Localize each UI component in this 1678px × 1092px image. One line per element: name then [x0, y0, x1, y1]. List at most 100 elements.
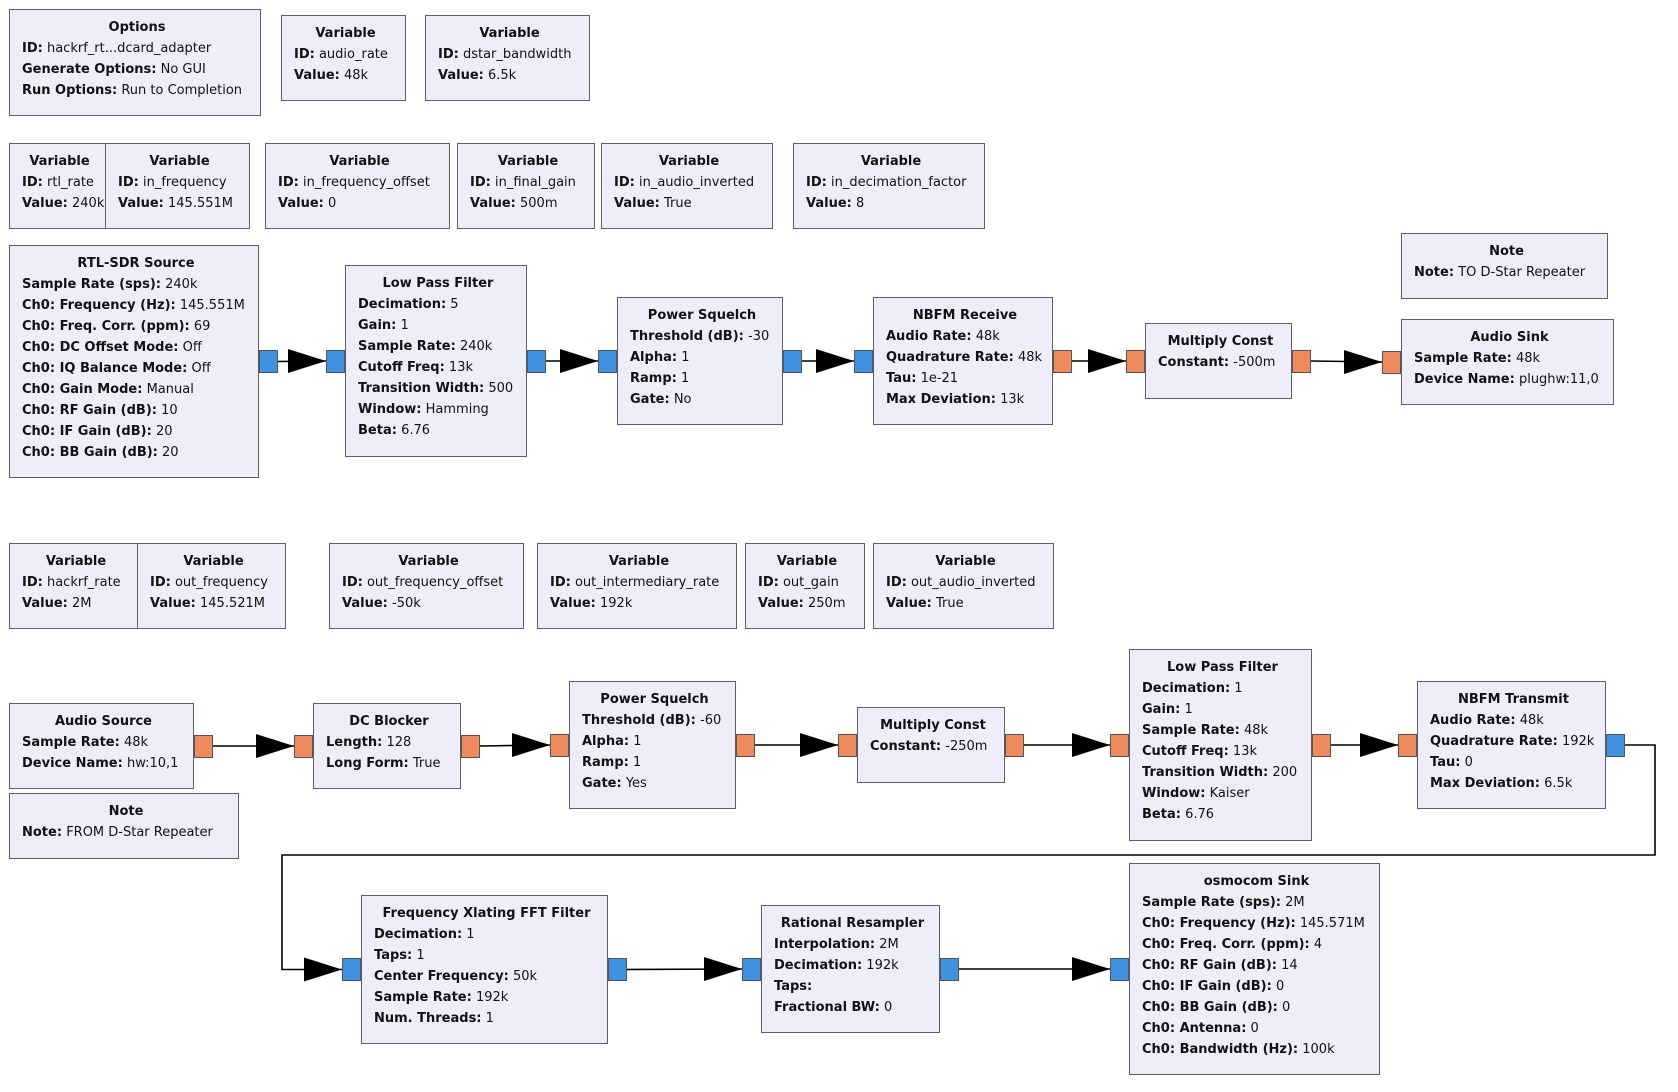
param-row: Window: Hamming [358, 399, 518, 420]
arrowhead [816, 349, 854, 373]
param-label: Decimation: [1142, 681, 1231, 696]
low-pass-filter-tx-input-port[interactable] [1110, 733, 1129, 757]
param-row: Audio Rate: 48k [886, 326, 1044, 347]
freq-xlating-fft-filter-output-port[interactable] [608, 958, 627, 981]
power-squelch-tx-output-port[interactable] [736, 733, 755, 757]
param-value: 2M [1285, 895, 1305, 910]
low-pass-filter-rx-output-port[interactable] [527, 349, 546, 373]
param-value: 145.571M [1299, 916, 1365, 931]
param-label: Num. Threads: [374, 1011, 482, 1026]
param-value: 69 [193, 319, 211, 334]
param-row: Length: 128 [326, 732, 452, 753]
nbfm-receive-input-port[interactable] [854, 349, 873, 373]
param-value: in_frequency [142, 175, 227, 190]
param-value: Kaiser [1209, 786, 1250, 801]
connection-wire[interactable] [281, 744, 1656, 971]
audio-sink-input-port[interactable] [1382, 350, 1401, 374]
multiply-const-tx-output-port[interactable] [1005, 733, 1024, 757]
param-label: Value: [22, 196, 68, 211]
param-row: Gain: 1 [358, 315, 518, 336]
param-value: No [673, 392, 692, 407]
nbfm-transmit-input-port[interactable] [1398, 733, 1417, 757]
param-value: 48k [1519, 713, 1544, 728]
block-title: Variable [398, 554, 459, 569]
param-row: Max Deviation: 6.5k [1430, 773, 1597, 794]
dc-blocker-output-port[interactable] [461, 734, 480, 758]
param-label: Max Deviation: [886, 392, 996, 407]
param-row: ID: out_intermediary_rate [550, 572, 728, 593]
dc-blocker-input-port[interactable] [294, 734, 313, 758]
param-row: Audio Rate: 48k [1430, 710, 1597, 731]
param-row: Taps: 1 [374, 945, 599, 966]
param-label: Value: [470, 196, 516, 211]
param-label: Ch0: Freq. Corr. (ppm): [22, 319, 190, 334]
low-pass-filter-tx-output-port[interactable] [1312, 733, 1331, 757]
param-value: 50k [513, 969, 538, 984]
arrowhead [512, 733, 550, 757]
param-value: 13k [1000, 392, 1025, 407]
param-label: Length: [326, 735, 383, 750]
multiply-const-tx-input-port[interactable] [838, 733, 857, 757]
rational-resampler-input-port[interactable] [742, 957, 761, 981]
rational-resampler-output-port[interactable] [940, 957, 959, 981]
audio-source-output-port[interactable] [194, 734, 213, 758]
param-value: 0 [1250, 1021, 1259, 1036]
power-squelch-rx-input-port[interactable] [598, 349, 617, 373]
param-label: Ch0: DC Offset Mode: [22, 340, 179, 355]
power-squelch-tx-input-port[interactable] [550, 733, 569, 757]
nbfm-receive-output-port[interactable] [1053, 349, 1072, 373]
multiply-const-rx-output-port[interactable] [1292, 349, 1311, 373]
param-label: ID: [278, 175, 299, 190]
param-label: Beta: [358, 423, 397, 438]
rtl-sdr-source-output-port[interactable] [259, 350, 278, 373]
param-value: audio_rate [318, 47, 388, 62]
param-row: ID: in_decimation_factor [806, 172, 976, 193]
multiply-const-rx-input-port[interactable] [1126, 349, 1145, 373]
param-value: True [936, 596, 964, 611]
param-row: Sample Rate (sps): 240k [22, 274, 250, 295]
nbfm-transmit-output-port[interactable] [1606, 733, 1625, 757]
param-label: Sample Rate (sps): [22, 277, 161, 292]
param-value: -60 [700, 713, 722, 728]
param-row: Transition Width: 200 [1142, 762, 1303, 783]
param-label: Transition Width: [1142, 765, 1269, 780]
low-pass-filter-rx-input-port[interactable] [326, 349, 345, 373]
osmocom-sink-input-port[interactable] [1110, 957, 1129, 981]
freq-xlating-fft-filter-input-port[interactable] [342, 958, 361, 981]
param-row: Long Form: True [326, 753, 452, 774]
power-squelch-rx-output-port[interactable] [783, 349, 802, 373]
